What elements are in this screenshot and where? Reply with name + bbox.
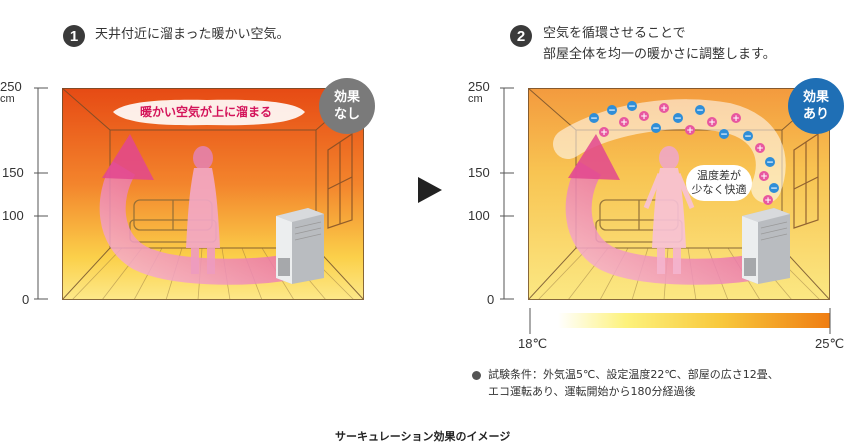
svg-text:−: − xyxy=(590,114,598,124)
svg-text:+: + xyxy=(620,118,628,128)
next-arrow-icon xyxy=(418,177,442,203)
svg-text:−: − xyxy=(696,106,704,116)
svg-text:+: + xyxy=(756,144,764,154)
ion-plus-icon: + xyxy=(685,125,695,136)
temp-max-label: 25℃ xyxy=(815,336,845,351)
comfort-bubble: 温度差が 少なく快適 xyxy=(686,165,752,201)
ion-plus-icon: + xyxy=(707,117,717,128)
axis1-tick-250: 250 xyxy=(0,79,22,94)
axis2-tick-250: 250 xyxy=(468,79,490,94)
ion-minus-icon: − xyxy=(651,123,661,134)
axis1 xyxy=(34,87,48,300)
panel2-caption-line2: 部屋全体を均一の暖かさに調整します。 xyxy=(543,47,776,62)
svg-text:+: + xyxy=(732,114,740,124)
panel1-caption: 天井付近に溜まった暖かい空気。 xyxy=(95,27,290,42)
ion-minus-icon: − xyxy=(589,113,599,124)
ion-plus-icon: + xyxy=(619,117,629,128)
step-1-badge: 1 xyxy=(63,25,85,47)
figure-caption: サーキュレーション効果のイメージ xyxy=(335,430,511,443)
ion-minus-icon: − xyxy=(765,157,775,168)
svg-text:−: − xyxy=(720,130,728,140)
effect-yes-line2: あり xyxy=(802,107,829,122)
svg-text:+: + xyxy=(760,172,768,182)
ion-plus-icon: + xyxy=(759,171,769,182)
svg-text:+: + xyxy=(686,126,694,136)
effect-yes-badge: 効果 あり xyxy=(788,78,844,134)
axis1-tick-150: 150 xyxy=(2,165,24,180)
temp-min-label: 18℃ xyxy=(518,336,548,351)
note-line1: 試験条件：外気温5℃、設定温度22℃、部屋の広さ12畳、 xyxy=(488,368,779,381)
note-line2: エコ運転あり、運転開始から180分経過後 xyxy=(488,385,696,398)
svg-text:−: − xyxy=(652,124,660,134)
ion-minus-icon: − xyxy=(673,113,683,124)
ion-minus-icon: − xyxy=(769,183,779,194)
axis2-tick-0: 0 xyxy=(487,292,495,307)
comfort-line2: 少なく快適 xyxy=(691,183,747,196)
svg-text:−: − xyxy=(608,106,616,116)
svg-text:+: + xyxy=(600,128,608,138)
ion-plus-icon: + xyxy=(659,103,669,114)
svg-text:+: + xyxy=(640,112,648,122)
warm-air-banner-text: 暖かい空気が上に溜まる xyxy=(140,105,273,119)
effect-none-line1: 効果 xyxy=(333,90,360,105)
ion-minus-icon: − xyxy=(719,129,729,140)
svg-text:−: − xyxy=(674,114,682,124)
temperature-scale xyxy=(529,308,831,334)
ion-plus-icon: + xyxy=(755,143,765,154)
panel2-caption-line1: 空気を循環させることで xyxy=(543,26,686,41)
ion-minus-icon: − xyxy=(627,101,637,112)
ion-minus-icon: − xyxy=(607,105,617,116)
step-2-badge: 2 xyxy=(510,25,532,47)
svg-text:+: + xyxy=(764,196,772,206)
ion-plus-icon: + xyxy=(731,113,741,124)
effect-yes-line1: 効果 xyxy=(802,90,829,105)
room-illustration-with-effect: − − + − + − + − + − + − + − + − + − + + xyxy=(528,88,830,300)
axis2 xyxy=(500,87,514,300)
svg-text:−: − xyxy=(744,132,752,142)
note-bullet-icon xyxy=(472,371,481,380)
ion-minus-icon: − xyxy=(743,131,753,142)
ion-plus-icon: + xyxy=(763,195,773,206)
axis1-unit: cm xyxy=(0,93,15,105)
ion-minus-icon: − xyxy=(695,105,705,116)
svg-text:−: − xyxy=(766,158,774,168)
effect-none-badge: 効果 なし xyxy=(319,78,375,134)
comfort-line1: 温度差が xyxy=(697,169,741,182)
ion-plus-icon: + xyxy=(639,111,649,122)
svg-text:+: + xyxy=(660,104,668,114)
effect-none-line2: なし xyxy=(333,107,360,122)
axis2-tick-100: 100 xyxy=(468,208,490,223)
axis1-tick-100: 100 xyxy=(2,208,24,223)
svg-text:−: − xyxy=(628,102,636,112)
warm-air-banner-shape xyxy=(113,99,305,126)
svg-text:+: + xyxy=(708,118,716,128)
svg-text:−: − xyxy=(770,184,778,194)
axis2-unit: cm xyxy=(468,93,483,105)
ion-plus-icon: + xyxy=(599,127,609,138)
axis2-tick-150: 150 xyxy=(468,165,490,180)
axis1-tick-0: 0 xyxy=(22,292,30,307)
